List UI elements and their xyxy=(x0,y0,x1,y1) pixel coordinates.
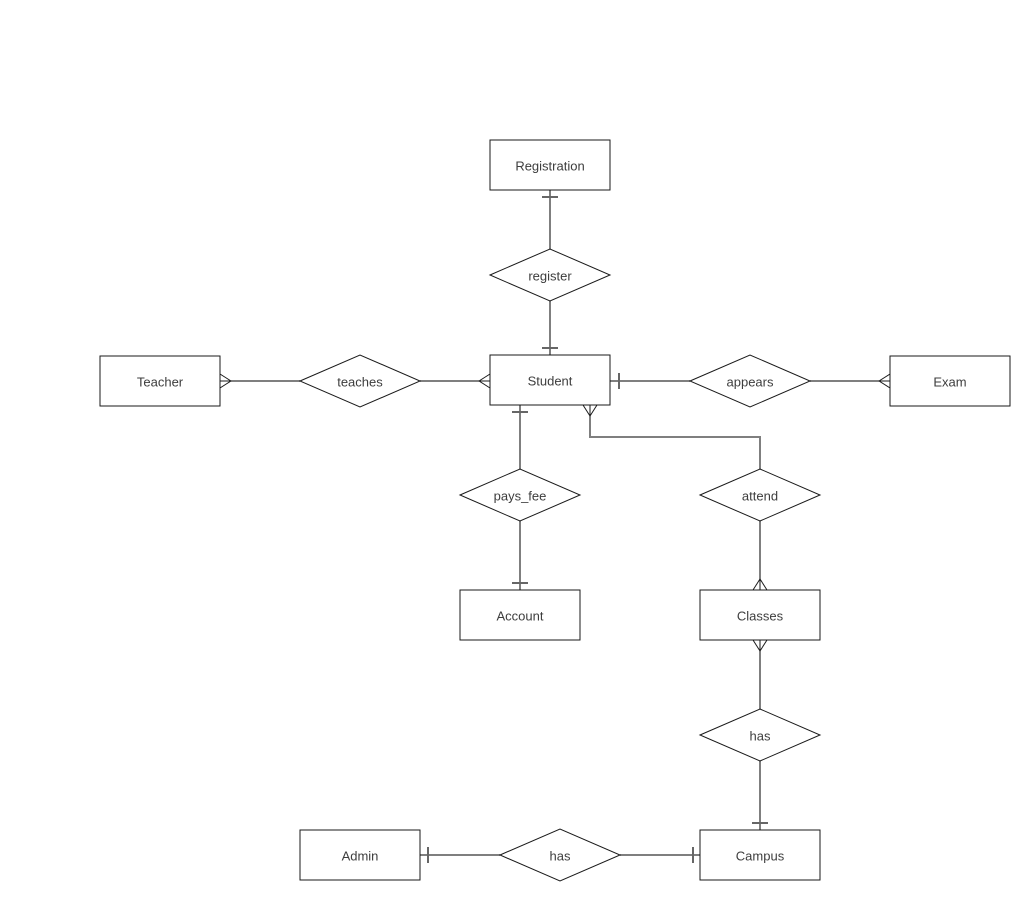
relationship-appears[interactable]: appears xyxy=(688,354,812,408)
entity-campus[interactable]: Campus xyxy=(699,829,821,881)
entity-classes[interactable]: Classes xyxy=(699,589,821,641)
connector-student-appears xyxy=(610,373,690,389)
relationship-label-has-classes-campus: has xyxy=(750,729,771,744)
relationship-pays_fee[interactable]: pays_fee xyxy=(458,468,582,522)
connector-has-campus-2 xyxy=(620,847,700,863)
entity-admin[interactable]: Admin xyxy=(299,829,421,881)
relationship-has-classes-campus[interactable]: has xyxy=(698,708,822,762)
connector-attend-classes xyxy=(752,521,768,591)
relationship-teaches[interactable]: teaches xyxy=(298,354,422,408)
entity-account[interactable]: Account xyxy=(459,589,581,641)
entity-label-account: Account xyxy=(497,609,544,624)
cardinality-many-marker xyxy=(878,373,891,389)
cardinality-many-marker xyxy=(582,404,598,417)
connector-register-student xyxy=(542,301,558,355)
connector-teaches-student xyxy=(420,373,491,389)
relationship-label-has-admin-campus: has xyxy=(550,849,571,864)
entity-label-campus: Campus xyxy=(736,849,785,864)
connector-has-campus xyxy=(752,761,768,830)
cardinality-many-marker xyxy=(752,639,768,652)
entity-label-teacher: Teacher xyxy=(137,375,184,390)
entity-label-student: Student xyxy=(528,374,573,389)
entity-registration[interactable]: Registration xyxy=(489,139,611,191)
connector-appears-exam xyxy=(810,373,891,389)
relationship-label-pays_fee: pays_fee xyxy=(494,489,547,504)
relationship-label-register: register xyxy=(528,269,572,284)
entity-label-classes: Classes xyxy=(737,609,784,624)
relationship-register[interactable]: register xyxy=(488,248,612,302)
entity-label-registration: Registration xyxy=(515,159,584,174)
connector-teacher-teaches xyxy=(219,373,300,389)
entity-label-exam: Exam xyxy=(933,375,966,390)
relationship-label-appears: appears xyxy=(727,375,774,390)
cardinality-many-marker xyxy=(478,373,491,389)
relationship-label-attend: attend xyxy=(742,489,778,504)
connector-student-pays_fee xyxy=(512,405,528,469)
relationship-attend[interactable]: attend xyxy=(698,468,822,522)
entity-exam[interactable]: Exam xyxy=(889,355,1011,407)
relationship-has-admin-campus[interactable]: has xyxy=(498,828,622,882)
entity-student[interactable]: Student xyxy=(489,354,611,406)
connector-classes-has xyxy=(752,639,768,709)
cardinality-many-marker xyxy=(219,373,232,389)
entity-label-admin: Admin xyxy=(342,849,379,864)
entity-teacher[interactable]: Teacher xyxy=(99,355,221,407)
connector-pays_fee-account xyxy=(512,521,528,590)
connector-student-attend xyxy=(582,404,761,469)
relationship-label-teaches: teaches xyxy=(337,375,383,390)
connector-admin-has xyxy=(420,847,500,863)
cardinality-many-marker xyxy=(752,578,768,591)
connector-registration-register xyxy=(542,190,558,249)
